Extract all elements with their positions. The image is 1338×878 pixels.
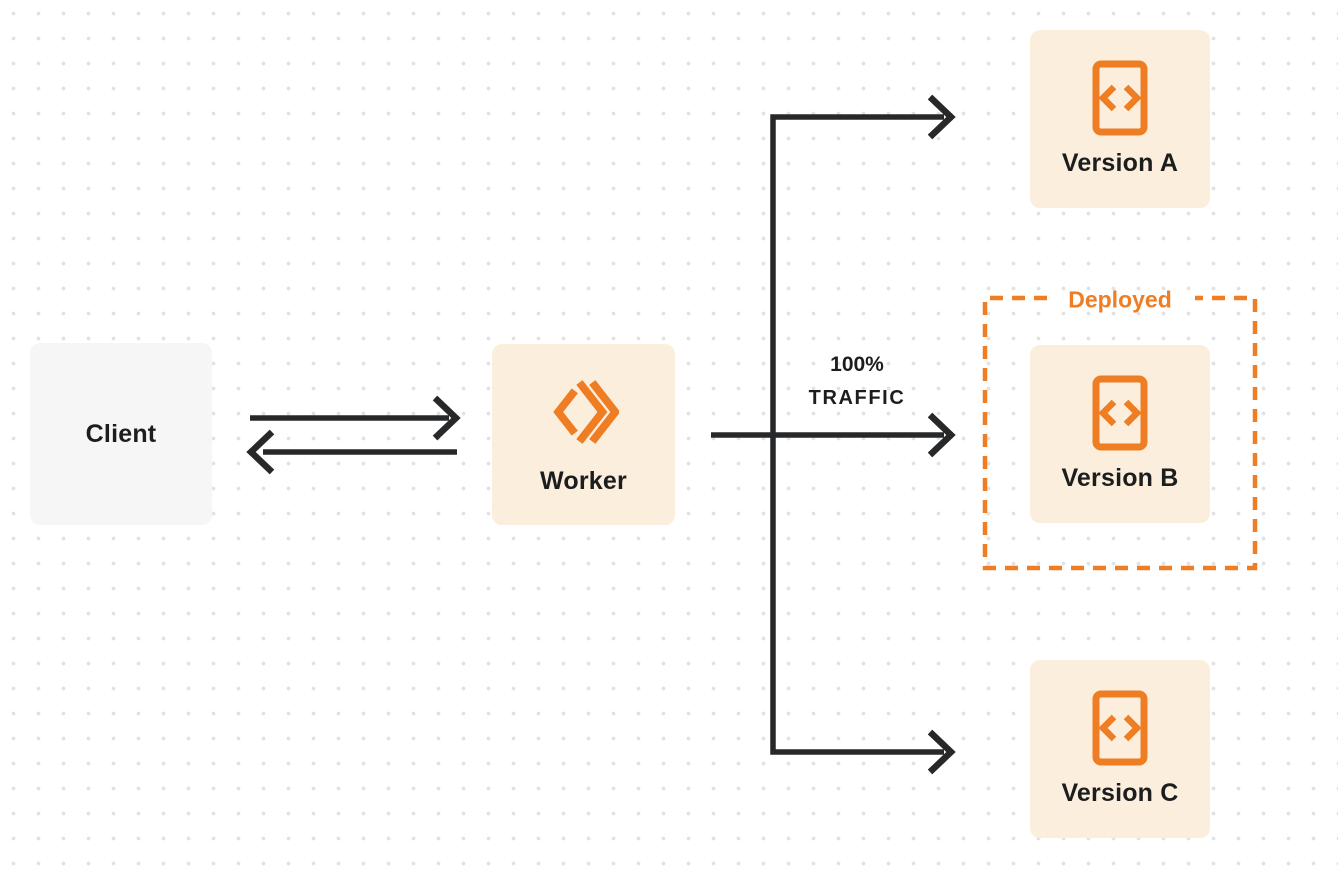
traffic-percentage: 100% bbox=[830, 353, 884, 376]
arrow-worker-to-version-b bbox=[711, 412, 956, 458]
version-b-label: Version B bbox=[1061, 464, 1179, 492]
node-version-c: Version C bbox=[1030, 660, 1210, 838]
version-c-label: Version C bbox=[1061, 779, 1179, 807]
node-version-b: Version B bbox=[1030, 345, 1210, 523]
traffic-annotation: 100% TRAFFIC bbox=[757, 348, 957, 415]
version-a-label: Version A bbox=[1061, 149, 1179, 177]
node-client: Client bbox=[30, 343, 212, 525]
arrow-worker-to-client bbox=[246, 429, 457, 475]
branch-trunk bbox=[770, 94, 956, 775]
deployed-group-border bbox=[982, 295, 1258, 571]
code-file-icon bbox=[1092, 690, 1148, 766]
arrowhead-version-a bbox=[927, 94, 956, 140]
traffic-word: TRAFFIC bbox=[808, 386, 906, 409]
worker-label: Worker bbox=[540, 467, 627, 495]
code-file-icon bbox=[1092, 60, 1148, 136]
cloudflare-worker-icon bbox=[549, 373, 620, 451]
deployed-group-label: Deployed bbox=[1068, 286, 1172, 313]
arrow-client-to-worker bbox=[250, 395, 461, 441]
code-file-icon bbox=[1092, 375, 1148, 451]
client-label: Client bbox=[85, 419, 157, 448]
node-worker: Worker bbox=[492, 344, 675, 525]
node-version-a: Version A bbox=[1030, 30, 1210, 208]
arrowhead-version-c bbox=[927, 729, 956, 775]
